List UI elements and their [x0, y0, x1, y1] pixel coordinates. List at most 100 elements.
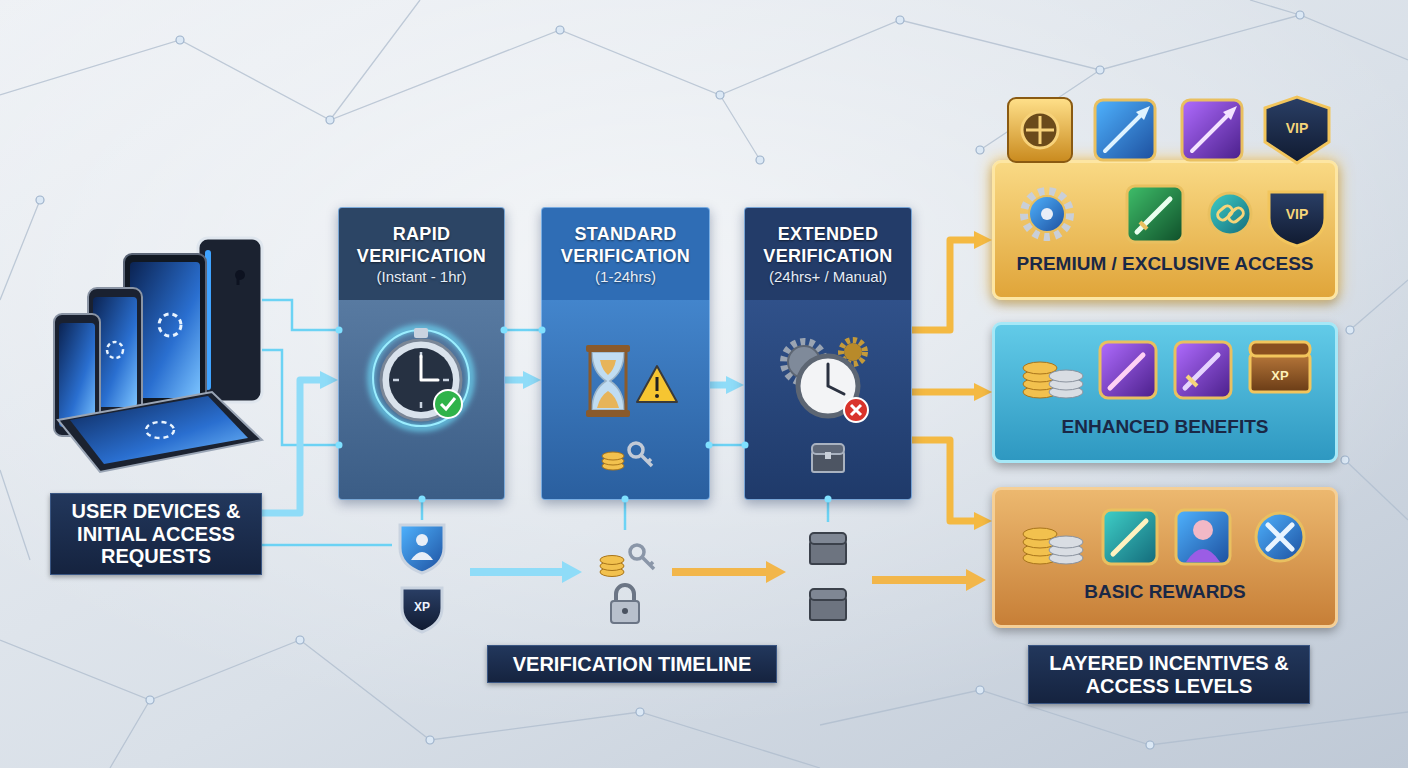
flow-arrow — [710, 382, 726, 389]
hourglass-icon — [586, 345, 630, 417]
sword-icon — [1103, 510, 1157, 564]
emblem-icon — [1256, 513, 1304, 561]
gear-emblem-icon — [1024, 191, 1070, 237]
dagger-icon — [1127, 186, 1183, 242]
coins-key-icon — [600, 568, 624, 577]
tier-title: ENHANCED BENEFITS — [1005, 416, 1325, 438]
stopwatch-icon — [434, 390, 462, 418]
avatar-icon — [1186, 549, 1220, 562]
vip-badge — [1269, 192, 1325, 246]
vip-badge — [1265, 97, 1329, 246]
stopwatch-icon — [381, 340, 461, 420]
coins-icon — [1023, 362, 1057, 374]
link-icon — [1216, 204, 1235, 222]
panel-dots — [419, 496, 426, 503]
coins-key-icon — [600, 556, 624, 565]
device-illustration — [54, 238, 262, 472]
panel-dots — [539, 327, 546, 334]
stopwatch-icon — [393, 352, 449, 408]
timeline-arrow — [470, 568, 562, 576]
stopwatch-icon — [441, 398, 455, 409]
dagger-icon — [1140, 222, 1147, 229]
avatar-icon — [1193, 520, 1213, 540]
section-label: VERIFICATION TIMELINE — [487, 645, 777, 683]
hourglass-icon — [597, 391, 619, 408]
chest-icon — [810, 589, 846, 600]
device-illustration — [159, 314, 181, 336]
hourglass-icon — [586, 345, 630, 352]
timeline-arrow — [966, 569, 986, 591]
gears-clock-icon — [828, 364, 844, 394]
coins-icon — [1023, 378, 1057, 390]
gears-clock-icon — [844, 343, 862, 361]
chest-icon — [825, 452, 831, 459]
device-illustration — [107, 342, 123, 358]
lock-icon — [611, 585, 639, 623]
network-dots — [1346, 326, 1354, 334]
box-title: USER DEVICES & INITIAL ACCESS REQUESTS — [59, 500, 253, 567]
link-icon — [1209, 193, 1251, 235]
timeline-arrow — [672, 568, 766, 576]
coins-icon — [1023, 536, 1057, 548]
device-illustration — [237, 275, 240, 285]
stage-duration: (24hrs+ / Manual) — [753, 267, 903, 287]
chest-icon — [1250, 342, 1310, 392]
flow-arrow — [912, 240, 974, 330]
sword-icon — [1100, 342, 1156, 398]
spear-icon — [1105, 116, 1140, 151]
network-dots — [326, 116, 334, 124]
tier-box: ENHANCED BENEFITS — [992, 322, 1338, 463]
circuit-wire — [421, 500, 424, 520]
gears-clock-icon — [788, 346, 820, 378]
network-dots — [896, 16, 904, 24]
chest-icon — [1250, 354, 1310, 392]
sword-icon — [1113, 521, 1146, 554]
network-dots — [1341, 456, 1349, 464]
gears-clock-icon — [844, 398, 868, 422]
flow-arrow — [505, 377, 523, 384]
hourglass-icon — [590, 352, 626, 410]
vault-icon — [1008, 98, 1072, 162]
tier-box: BASIC REWARDS — [992, 487, 1338, 628]
circuit-wire — [262, 544, 392, 547]
network-dots — [296, 636, 304, 644]
gears-clock-icon — [784, 340, 868, 422]
warning-icon — [656, 377, 659, 391]
sword-icon — [1187, 376, 1197, 386]
spear-icon — [1095, 100, 1242, 160]
chest-icon — [810, 533, 846, 544]
icon-caption: XP — [1271, 368, 1288, 383]
lock-icon — [622, 608, 628, 614]
spear-icon — [1223, 106, 1237, 120]
lock-icon — [616, 585, 634, 602]
network-dots — [1296, 11, 1304, 19]
coins-icon — [1049, 552, 1083, 564]
gears-clock-icon — [784, 342, 824, 382]
timeline-arrow — [470, 561, 986, 591]
user-badge-icon — [411, 552, 433, 560]
network-dots — [976, 686, 984, 694]
coins-key-icon — [602, 462, 624, 470]
network-dots — [36, 11, 1354, 749]
chest-icon — [810, 598, 846, 620]
timeline-arrow — [766, 561, 786, 583]
chest-icon — [812, 444, 844, 454]
gears-clock-icon — [851, 405, 861, 415]
section-label: LAYERED INCENTIVES & ACCESS LEVELS — [1028, 645, 1310, 704]
network-dots — [756, 156, 764, 164]
device-illustration — [146, 422, 174, 438]
gears-clock-icon — [798, 356, 858, 416]
chest-icon — [1250, 342, 1310, 356]
coins-icon — [1049, 536, 1083, 548]
vault-icon — [1026, 116, 1054, 144]
stage-duration: (Instant - 1hr) — [347, 267, 496, 287]
hourglass-icon — [586, 410, 630, 417]
sword-icon — [1185, 355, 1218, 388]
panel-dots — [336, 442, 343, 449]
coins-key-icon — [602, 452, 624, 460]
gears-clock-icon — [841, 340, 865, 364]
network-dots — [556, 26, 564, 34]
dagger-icon — [1127, 186, 1183, 242]
gear-emblem-icon — [1024, 191, 1070, 237]
